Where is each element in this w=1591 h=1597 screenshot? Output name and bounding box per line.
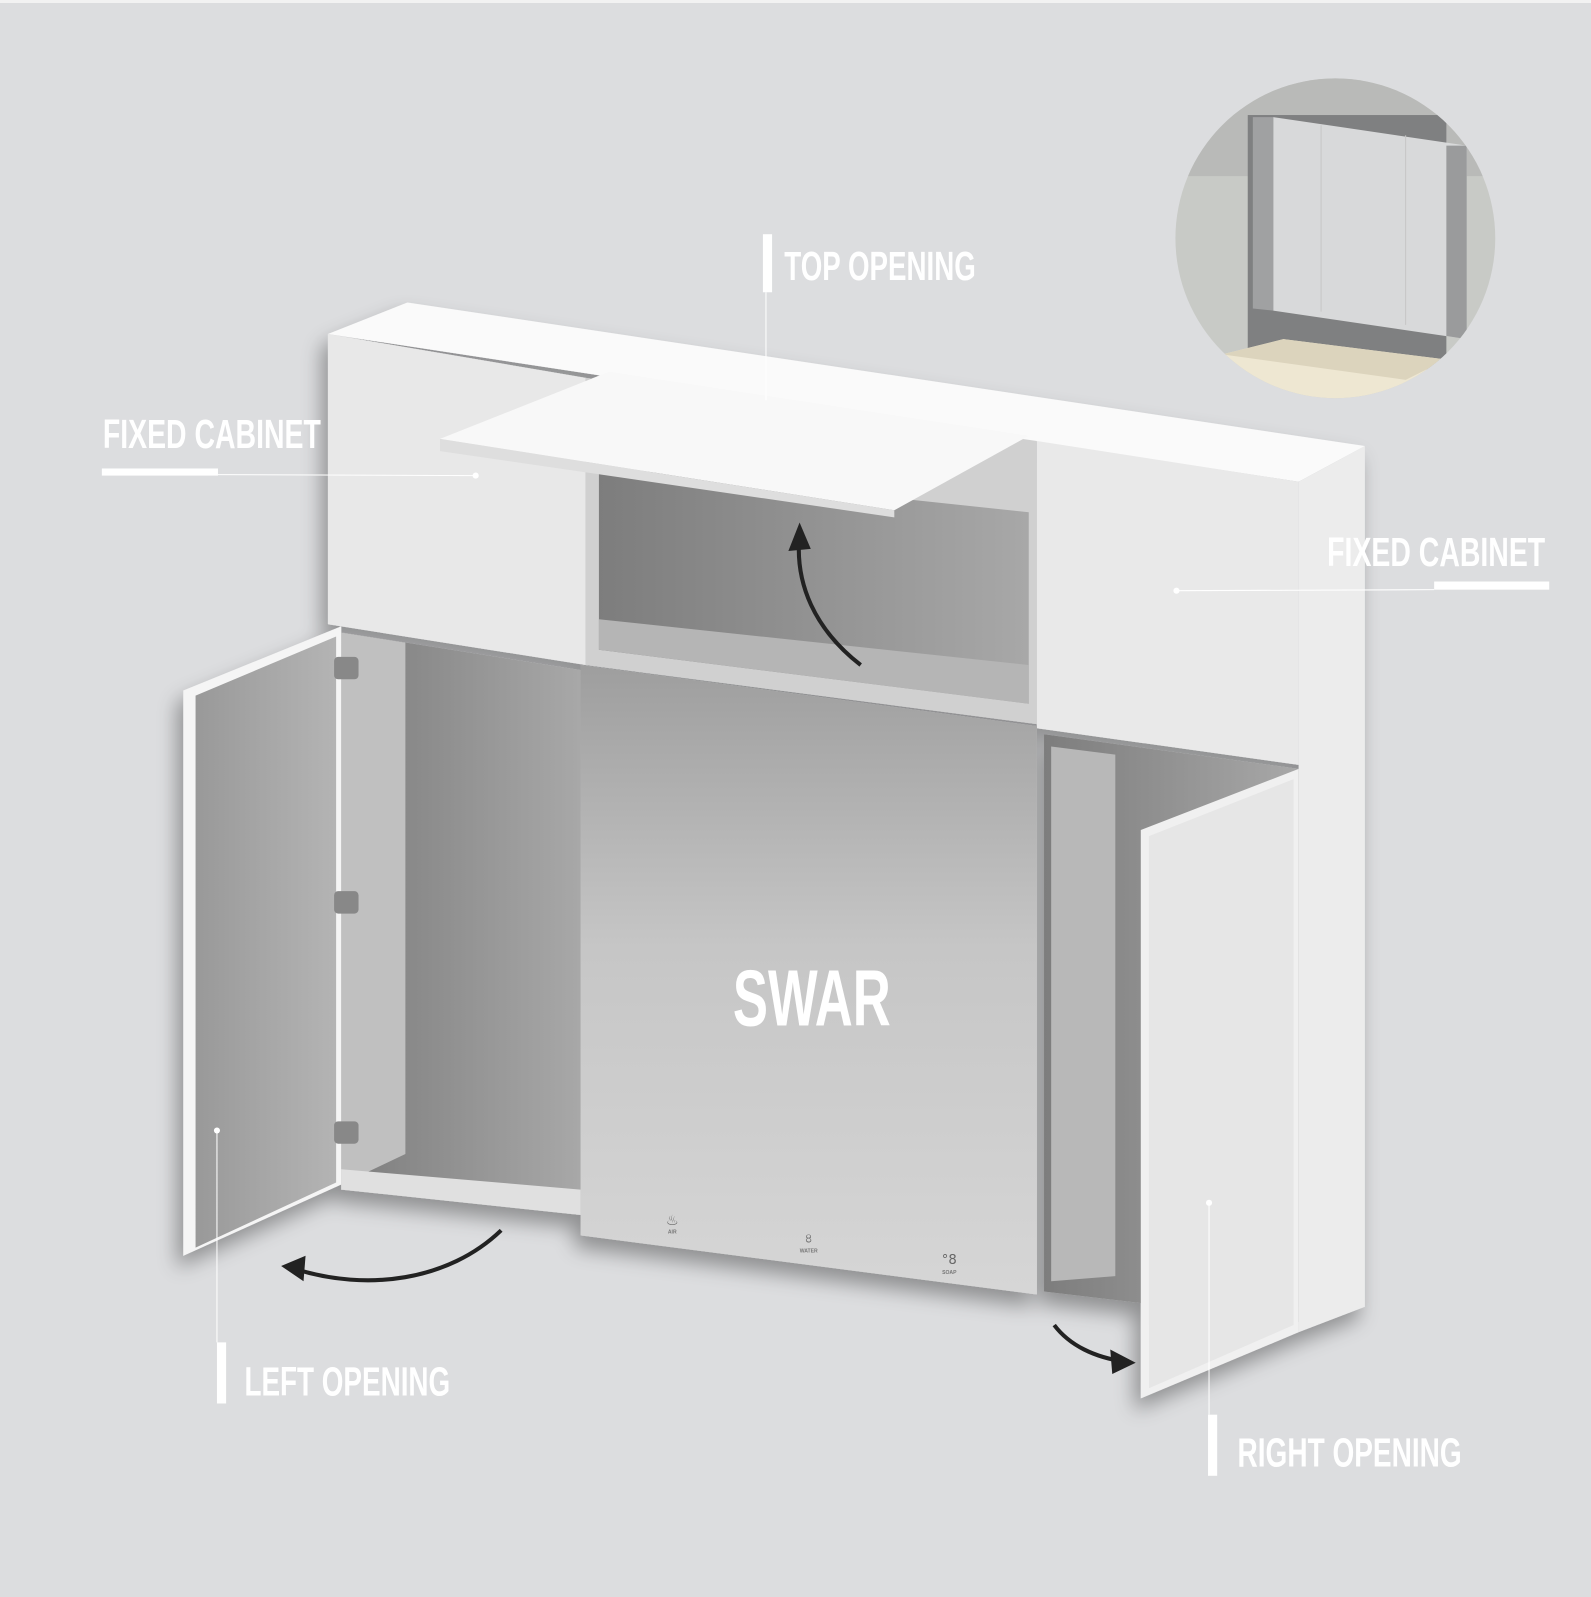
svg-text:♨: ♨ <box>666 1213 679 1229</box>
svg-text:৪: ৪ <box>804 1232 813 1247</box>
top-arrow <box>796 534 862 667</box>
fixed-cabinet-right-label: FIXED CABINET <box>1327 529 1545 575</box>
right-opening-label: RIGHT OPENING <box>1238 1430 1462 1476</box>
water-icon[interactable]: ৪ WATER <box>800 1232 818 1255</box>
svg-text:°8: °8 <box>942 1253 957 1268</box>
left-arrow <box>294 1228 503 1283</box>
air-icon[interactable]: ♨ AIR <box>666 1213 679 1235</box>
fixed-cabinet-left <box>327 334 586 666</box>
cabinet-illustration: ♨ AIR ৪ WATER °8 SOAP SWAR <box>101 78 1550 1476</box>
installed-preview-inset <box>1175 78 1496 399</box>
soap-label: SOAP <box>942 1270 957 1276</box>
leader-lines <box>101 234 1550 1476</box>
fixed-cabinet-left-label: FIXED CABINET <box>103 411 321 457</box>
soap-icon[interactable]: °8 SOAP <box>942 1253 957 1276</box>
brand-logo: SWAR <box>733 954 891 1043</box>
mirror-panel <box>580 665 1037 1295</box>
hinges <box>334 656 359 1144</box>
top-lid <box>440 371 1029 511</box>
water-label: WATER <box>800 1249 818 1255</box>
air-label: AIR <box>668 1229 677 1235</box>
arrow-heads <box>281 522 1136 1374</box>
cabinet-body <box>183 302 1365 1399</box>
top-opening-label: TOP OPENING <box>784 243 975 289</box>
mirror-controls: ♨ AIR ৪ WATER °8 SOAP <box>666 1213 957 1276</box>
fixed-cabinet-right <box>1036 440 1299 765</box>
left-opening-label: LEFT OPENING <box>244 1358 450 1404</box>
